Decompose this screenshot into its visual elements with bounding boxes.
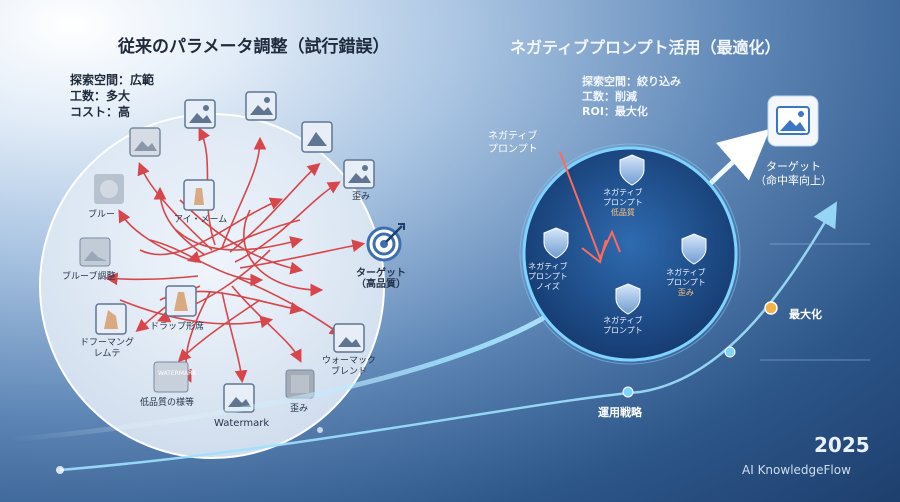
- label-line: プロンプト: [488, 144, 538, 155]
- negative-prompt-label: ネガティブ プロンプト: [488, 130, 538, 156]
- label-line: （命中率向上）: [755, 174, 832, 187]
- shield-label: ネガティブ プロンプト 歪み: [666, 268, 706, 298]
- beam-dot: [317, 427, 323, 433]
- label-line: ターゲット: [766, 160, 821, 173]
- trial-error-circle: [39, 113, 385, 459]
- ops-dot: [622, 386, 634, 398]
- photo-frame-icon: [165, 285, 197, 317]
- noise-icon: [285, 369, 315, 399]
- operations-label: 運用戦略: [598, 406, 642, 419]
- label-line: プロンプト: [603, 198, 643, 207]
- image-icons-left: [79, 91, 375, 413]
- label-line: ネガティブ: [528, 262, 568, 271]
- label-line: ブレンド: [331, 367, 368, 377]
- target-image-card: [767, 95, 819, 147]
- beam-dot: [724, 346, 736, 358]
- image-icon: [333, 323, 365, 353]
- label-line: プロンプト: [603, 326, 643, 335]
- image-icon: [343, 159, 375, 189]
- right-meta: 探索空間：絞り込み 工数：削減 ROI：最大化: [582, 74, 681, 119]
- left-title: 従来のパラメータ調整（試行錯誤）: [118, 37, 390, 57]
- image-icon: [129, 127, 161, 157]
- label-line: ネガティブ: [488, 131, 538, 142]
- photo-frame-icon: [301, 121, 333, 153]
- label-line: ネガティブ: [603, 316, 643, 325]
- label-target-left: ターゲット （高品質）: [356, 268, 406, 290]
- watermark-stamp: WATERMARK: [158, 370, 197, 377]
- label-watermark-blend: ウォーマック ブレンド: [322, 356, 376, 378]
- trial-arrows: [104, 127, 366, 384]
- meta-item: ROI：最大化: [582, 105, 648, 118]
- maximize-label: 最大化: [789, 308, 822, 321]
- negative-prompt-circle: [522, 146, 738, 362]
- label-line: ネガティブ: [603, 188, 643, 197]
- image-icon: [184, 99, 216, 129]
- meta-item: 工数：削減: [582, 90, 637, 103]
- shield-icon: [615, 283, 641, 315]
- year: 2025: [814, 433, 870, 457]
- label-line: プロンプト: [528, 272, 568, 281]
- meta-item: 探索空間：絞り込み: [582, 75, 681, 88]
- brand: AI KnowledgeFlow: [742, 463, 851, 477]
- right-title: ネガティブプロンプト活用（最適化）: [510, 38, 781, 57]
- label-line: 低品質: [610, 208, 635, 217]
- meta-item: 工数：多大: [70, 89, 131, 103]
- blur-icon: [94, 174, 124, 204]
- label-line: レムテ: [93, 349, 121, 359]
- meta-item: 探索空間：広範: [70, 73, 155, 87]
- label-line: 歪み: [677, 288, 694, 297]
- label-line: ターゲット: [356, 268, 406, 279]
- target-icon: [366, 223, 405, 262]
- label-distort-top: 歪み: [352, 192, 371, 202]
- shield-label: ネガティブ プロンプト 低品質: [603, 188, 643, 218]
- label-deform: ドフーマング レムテ: [80, 338, 134, 360]
- label-line: ウォーマック: [322, 356, 377, 366]
- max-dot: [764, 301, 778, 315]
- target-right-label: ターゲット （命中率向上）: [755, 160, 832, 188]
- image-icon: [245, 91, 277, 121]
- watermark-icon: [153, 361, 189, 393]
- label-line: プロンプト: [666, 278, 706, 287]
- label-eye-meme: アイ・メーム: [174, 215, 228, 225]
- label-distort-bottom: 歪み: [290, 404, 309, 414]
- label-blur: ブルー: [88, 210, 116, 220]
- label-watermark: Watermark: [214, 418, 270, 429]
- label-line: ノイズ: [536, 282, 560, 291]
- label-drop-shape: ドラップ形席: [150, 322, 205, 332]
- label-blur-adjust: ブルーブ調整: [62, 272, 116, 282]
- shield-label: ネガティブ プロンプト: [603, 316, 643, 336]
- photo-frame-icon: [183, 179, 215, 211]
- image-icon: [223, 383, 255, 413]
- shield-icon: [619, 154, 645, 186]
- beam-dot: [56, 466, 64, 474]
- shield-icon: [543, 227, 569, 259]
- label-low-quality: 低品質の様等: [140, 398, 195, 408]
- deflected-arrow: [559, 151, 621, 264]
- shield-icon: [681, 233, 707, 265]
- meta-item: コスト：高: [70, 105, 131, 119]
- blur-icon: [79, 237, 111, 267]
- label-line: （高品質）: [356, 279, 406, 290]
- left-meta: 探索空間：広範 工数：多大 コスト：高: [70, 72, 154, 120]
- label-line: ドフーマング: [80, 338, 135, 348]
- photo-frame-icon: [95, 303, 127, 335]
- shield-label: ネガティブ プロンプト ノイズ: [528, 262, 568, 292]
- label-line: ネガティブ: [666, 268, 706, 277]
